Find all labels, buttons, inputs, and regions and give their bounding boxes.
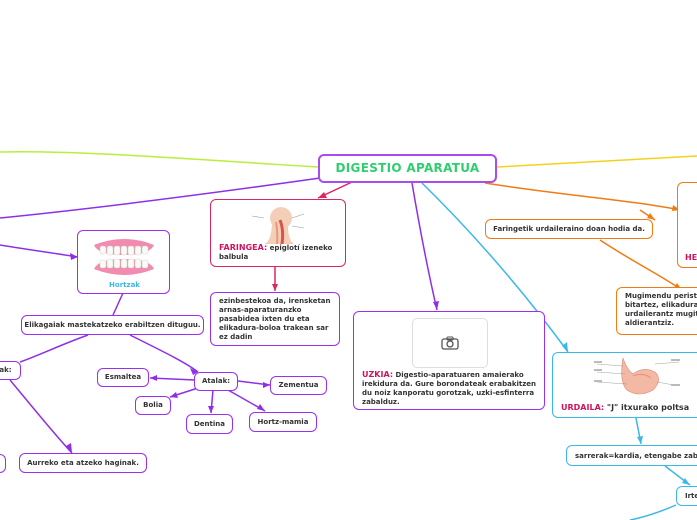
aurreko-text: Aurreko eta atzeko haginak. bbox=[27, 458, 139, 467]
hortzak-label: Hortzak bbox=[109, 281, 140, 289]
hortz-mamia-text: Hortz-mamia bbox=[257, 417, 309, 426]
atalak-left-node[interactable]: ak: bbox=[0, 361, 21, 380]
faringea-keyword: FARINGEA: bbox=[219, 243, 268, 252]
central-topic[interactable]: DIGESTIO APARATUA bbox=[318, 154, 497, 183]
uzkia-text: Digestio-aparatuaren amaierako irekidura… bbox=[362, 371, 537, 406]
bolia-node[interactable]: Bolia bbox=[135, 396, 171, 415]
faringea-note-text: ezinbestekoa da, irensketan arnas-aparat… bbox=[219, 297, 331, 341]
sarrerak-text: sarrerak=kardia, etengabe zab bbox=[575, 452, 697, 460]
image-placeholder bbox=[412, 318, 488, 368]
elikagaiak-node[interactable]: Elikagaiak mastekatzeko erabiltzen ditug… bbox=[21, 315, 204, 335]
hortz-mamia-node[interactable]: Hortz-mamia bbox=[249, 412, 317, 432]
uzkia-keyword: UZKIA: bbox=[362, 370, 394, 379]
urdaila-keyword: URDAILA: bbox=[561, 403, 605, 412]
atalak-text: Atalak: bbox=[201, 377, 231, 385]
teeth-image bbox=[94, 239, 154, 275]
hestegorria-text: Faringetik urdaileraino doan hodia da. bbox=[493, 224, 645, 233]
esmaltea-text: Esmaltea bbox=[104, 373, 142, 381]
elikagaiak-text: Elikagaiak mastekatzeko erabiltzen ditug… bbox=[24, 320, 201, 329]
esmaltea-node[interactable]: Esmaltea bbox=[97, 368, 149, 387]
central-topic-title: DIGESTIO APARATUA bbox=[335, 161, 480, 175]
faringea-text: epiglotí izeneko balbula bbox=[219, 244, 333, 261]
urdaila-text: "J" itxurako poltsa bbox=[604, 403, 690, 412]
peristaltika-node[interactable]: Mugimendu perista bitartez, elikadura ur… bbox=[616, 287, 697, 335]
stomach-image bbox=[593, 356, 683, 398]
dentina-text: Dentina bbox=[194, 419, 225, 428]
hestegorria-node[interactable]: Faringetik urdaileraino doan hodia da. bbox=[485, 219, 653, 239]
irte-node[interactable]: Irte bbox=[676, 486, 697, 506]
zementua-text: Zementua bbox=[278, 381, 319, 389]
irte-text: Irte bbox=[685, 492, 697, 500]
hortzak-node[interactable]: Hortzak bbox=[77, 230, 170, 294]
cut-left-node[interactable] bbox=[0, 454, 6, 473]
sarrerak-node[interactable]: sarrerak=kardia, etengabe zab bbox=[566, 445, 697, 466]
atalak-left-text: ak: bbox=[0, 366, 12, 374]
faringea-note-node[interactable]: ezinbestekoa da, irensketan arnas-aparat… bbox=[210, 292, 340, 346]
he-label: HE bbox=[685, 253, 697, 262]
dentina-node[interactable]: Dentina bbox=[186, 414, 233, 434]
atalak-node[interactable]: Atalak: bbox=[194, 372, 238, 391]
camera-icon bbox=[441, 336, 459, 350]
throat-anatomy-image bbox=[251, 207, 305, 244]
urdaila-node[interactable]: URDAILA: "J" itxurako poltsa bbox=[552, 352, 697, 418]
bolia-text: Bolia bbox=[143, 401, 163, 409]
peristaltika-text: Mugimendu perista bitartez, elikadura ur… bbox=[625, 292, 697, 327]
aurreko-node[interactable]: Aurreko eta atzeko haginak. bbox=[19, 453, 147, 473]
faringea-node[interactable]: FARINGEA: epiglotí izeneko balbula bbox=[210, 199, 346, 267]
zementua-node[interactable]: Zementua bbox=[270, 376, 327, 395]
he-node[interactable]: HE bbox=[677, 182, 697, 268]
uzkia-node[interactable]: UZKIA: Digestio-aparatuaren amaierako ir… bbox=[353, 311, 545, 410]
